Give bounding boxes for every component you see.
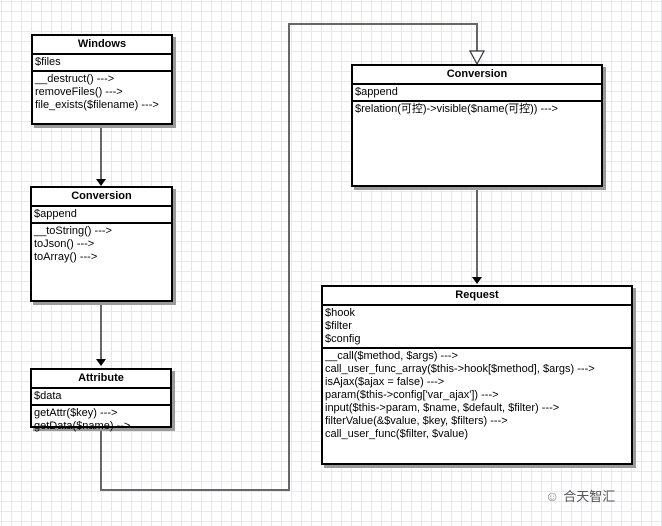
class-request[interactable]: Request $hook $filter $config __call($me… [321,285,633,465]
class-title: Attribute [32,370,170,389]
arrowhead-to-conversion-left [96,179,106,186]
class-operations: __toString() ---> toJson() ---> toArray(… [32,224,171,265]
class-attributes: $hook $filter $config [323,306,631,349]
class-attributes: $files [33,55,171,72]
operation: call_user_func_array($this->hook[$method… [325,363,595,375]
operation: __toString() ---> [34,225,112,237]
class-conversion-right[interactable]: Conversion $append $relation(可控)->visibl… [351,64,603,187]
operation: removeFiles() ---> [35,86,123,98]
class-title: Conversion [353,66,601,85]
class-operations: $relation(可控)->visible($name(可控)) ---> [353,102,601,117]
edge-attribute-conversion [100,23,478,491]
operation: getData($name) --> [34,420,131,432]
class-attribute[interactable]: Attribute $data getAttr($key) ---> getDa… [30,368,172,432]
class-attributes: $append [32,207,171,224]
operation: __call($method, $args) ---> [325,350,458,362]
class-windows[interactable]: Windows $files __destruct() ---> removeF… [31,34,173,125]
wechat-icon: ☺ [545,487,560,504]
operation: $relation(可控)->visible($name(可控)) ---> [355,103,558,115]
watermark: ☺ 合天智汇 [545,486,615,505]
arrowhead-to-attribute [96,359,106,366]
class-operations: __destruct() ---> removeFiles() ---> fil… [33,72,171,113]
attribute: $append [355,86,398,98]
operation: isAjax($ajax = false) ---> [325,376,445,388]
watermark-text: 合天智汇 [563,489,616,504]
operation: call_user_func($filter, $value) [325,428,469,440]
attribute: $files [35,56,61,68]
operation: input($this->param, $name, $default, $fi… [325,402,560,414]
attribute: $config [325,333,361,345]
attribute: $filter [325,320,352,332]
attribute: $data [34,390,62,402]
class-attributes: $append [353,85,601,102]
arrowhead-to-request [472,277,482,284]
operation: file_exists($filename) ---> [35,99,159,111]
class-title: Conversion [32,188,171,207]
class-conversion-left[interactable]: Conversion $append __toString() ---> toJ… [30,186,173,302]
operation: param($this->config['var_ajax']) ---> [325,389,499,401]
class-attributes: $data [32,389,170,406]
operation: getAttr($key) ---> [34,407,118,419]
hollow-arrowhead-to-conversion-right [468,50,486,66]
operation: toJson() ---> [34,238,95,250]
class-operations: getAttr($key) ---> getData($name) --> [32,406,170,434]
attribute: $append [34,208,77,220]
class-title: Windows [33,36,171,55]
class-operations: __call($method, $args) ---> call_user_fu… [323,349,631,442]
operation: toArray() ---> [34,251,98,263]
operation: __destruct() ---> [35,73,115,85]
attribute: $hook [325,307,355,319]
class-title: Request [323,287,631,306]
operation: filterValue(&$value, $key, $filters) ---… [325,415,508,427]
